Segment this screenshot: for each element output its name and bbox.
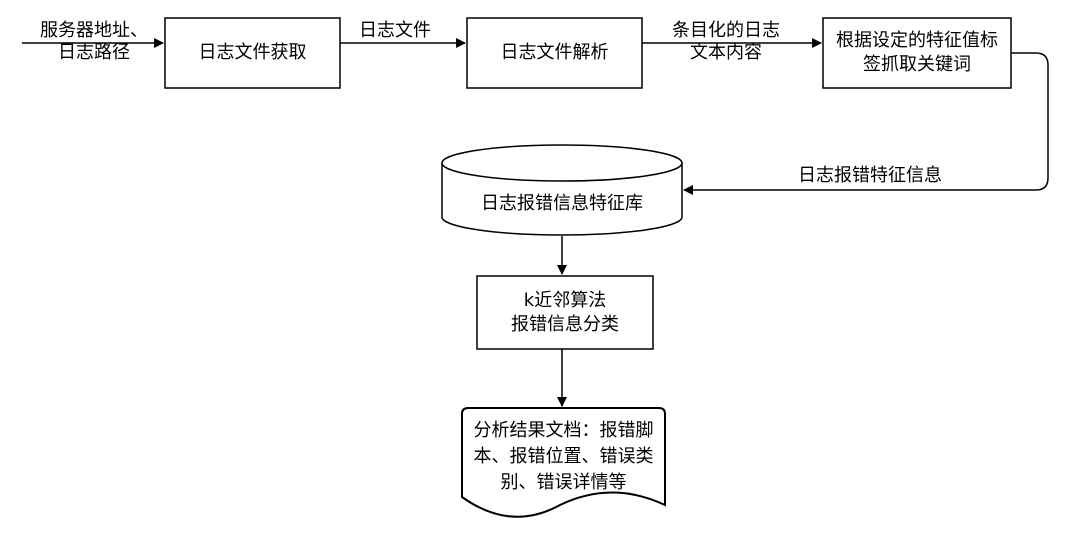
knn-classify-label: k近邻算法 报错信息分类 [511,289,619,335]
knn-classify-box [476,275,654,350]
error-features-arrow [683,52,1049,195]
structured-content-edge-label: 条目化的日志 文本内容 [672,20,780,63]
keyword-extract-box [822,17,1012,89]
result-document-label: 分析结果文档：报错脚 本、报错位置、错误类 别、错误详情等 [473,420,654,493]
log-fetch-label: 日志文件获取 [198,42,307,63]
result-document-shape [461,407,666,518]
log-parse-box [466,17,643,89]
feature-db-label: 日志报错信息特征库 [481,193,643,214]
input-label: 服务器地址、 日志路径 [40,20,148,63]
log-fetch-box [164,17,341,89]
feature-db-cylinder [441,144,683,236]
log-parse-label: 日志文件解析 [500,42,609,63]
error-features-edge-label: 日志报错特征信息 [798,165,942,186]
keyword-extract-label: 根据设定的特征值标 签抓取关键词 [836,30,998,75]
log-file-edge-label: 日志文件 [359,20,431,41]
